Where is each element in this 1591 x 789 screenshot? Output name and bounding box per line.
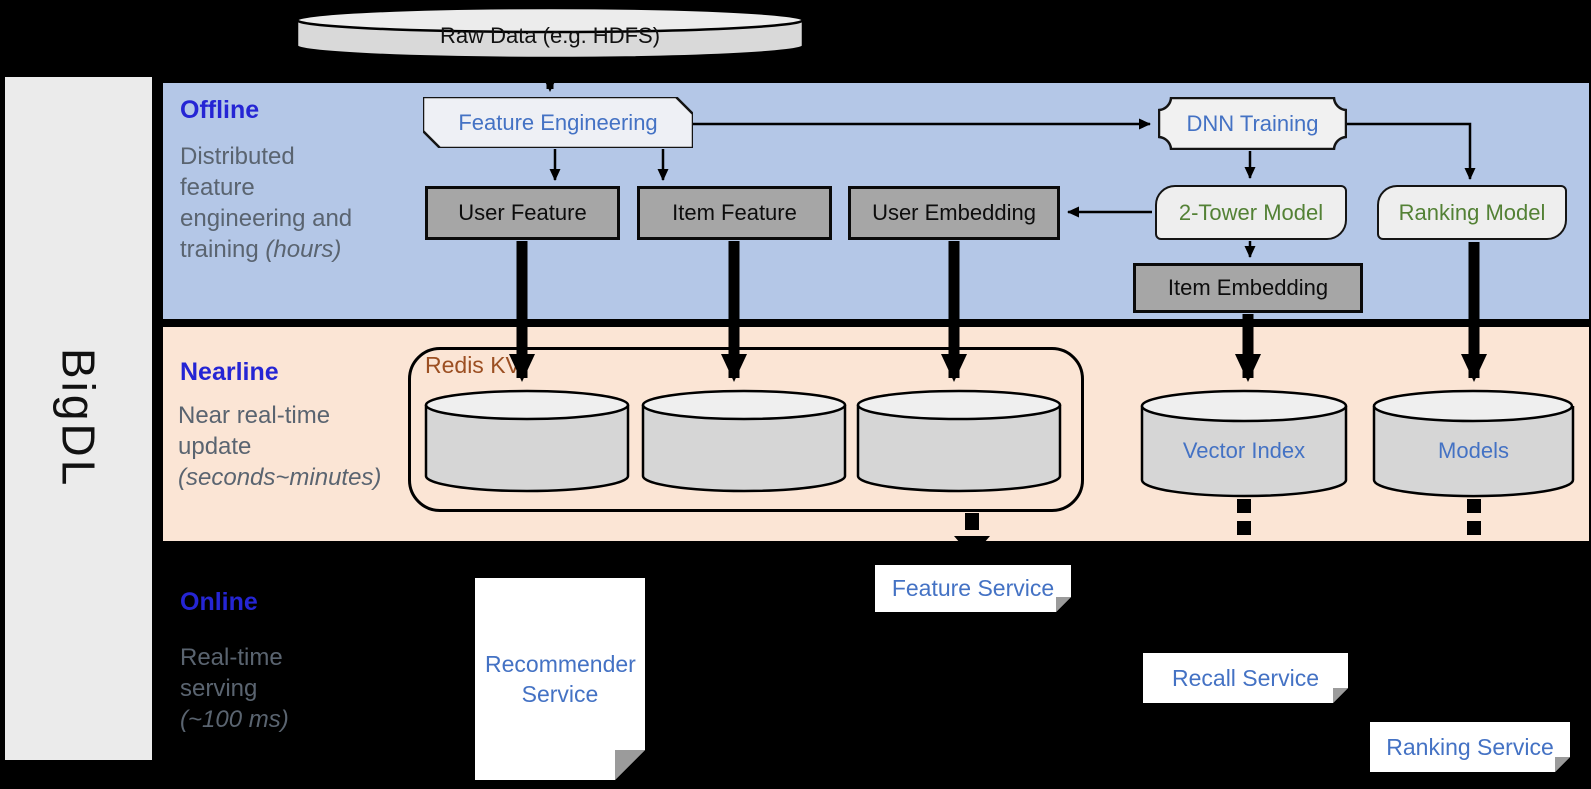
user-feature-label: User Feature (458, 200, 587, 225)
user-embedding-node: User Embedding (848, 186, 1060, 240)
dnn-training-node: DNN Training (1158, 97, 1347, 150)
models-cylinder: Models (1372, 388, 1575, 500)
nearline-description: Near real-time update (seconds~minutes) (178, 402, 382, 491)
vector-index-label: Vector Index (1182, 438, 1306, 463)
online-description: Real-time serving (~100 ms) (180, 644, 289, 733)
cylinder-shape (424, 389, 630, 493)
recommender-service-node: Recommender Service (475, 578, 645, 780)
bigdl-brand-bar: BigDL (5, 77, 152, 760)
item-feature-label: Item Feature (672, 200, 797, 225)
ranking-model-node: Ranking Model (1377, 185, 1567, 240)
ranking-model-label: Ranking Model (1398, 199, 1546, 225)
cylinder-shape (1140, 389, 1348, 498)
feature-service-label: Feature Service (891, 575, 1055, 601)
bigdl-logo-text: BigDL (52, 348, 105, 489)
vector-index-cylinder: Vector Index (1140, 388, 1348, 500)
two-tower-model-node: 2-Tower Model (1155, 185, 1347, 240)
redis-kv-container (408, 347, 1084, 512)
item-feature-node: Item Feature (637, 186, 832, 240)
redis-cylinder-1 (424, 388, 630, 494)
cylinder-shape (641, 389, 847, 493)
snip-corner-shape (423, 97, 693, 148)
recall-service-node: Recall Service (1143, 653, 1348, 703)
redis-cylinder-2 (641, 388, 847, 494)
recommender-service-label: Recommender Service (485, 651, 636, 707)
online-title: Online (180, 588, 258, 616)
feature-engineering-label: Feature Engineering (458, 109, 658, 135)
redis-cylinder-3 (856, 388, 1062, 494)
item-embedding-node: Item Embedding (1133, 263, 1363, 313)
user-feature-node: User Feature (425, 186, 620, 240)
offline-description: Distributed feature engineering and trai… (180, 143, 353, 263)
item-embedding-label: Item Embedding (1167, 275, 1329, 300)
cylinder-shape (295, 6, 805, 60)
cylinder-shape (1372, 389, 1575, 498)
user-embedding-label: User Embedding (872, 200, 1036, 225)
two-tower-model-label: 2-Tower Model (1178, 199, 1324, 225)
dnn-training-label: DNN Training (1186, 110, 1319, 136)
feature-service-node: Feature Service (875, 565, 1071, 612)
plaque-shape (1158, 97, 1347, 150)
raw-data-cylinder: Raw Data (e.g. HDFS) (295, 6, 805, 60)
raw-data-label: Raw Data (e.g. HDFS) (439, 23, 661, 48)
recall-service-label: Recall Service (1172, 664, 1319, 691)
models-label: Models (1438, 438, 1509, 463)
cylinder-shape (856, 389, 1062, 493)
feature-engineering-node: Feature Engineering (423, 97, 693, 148)
ranking-service-label: Ranking Service (1386, 733, 1554, 760)
ranking-service-node: Ranking Service (1370, 722, 1570, 772)
